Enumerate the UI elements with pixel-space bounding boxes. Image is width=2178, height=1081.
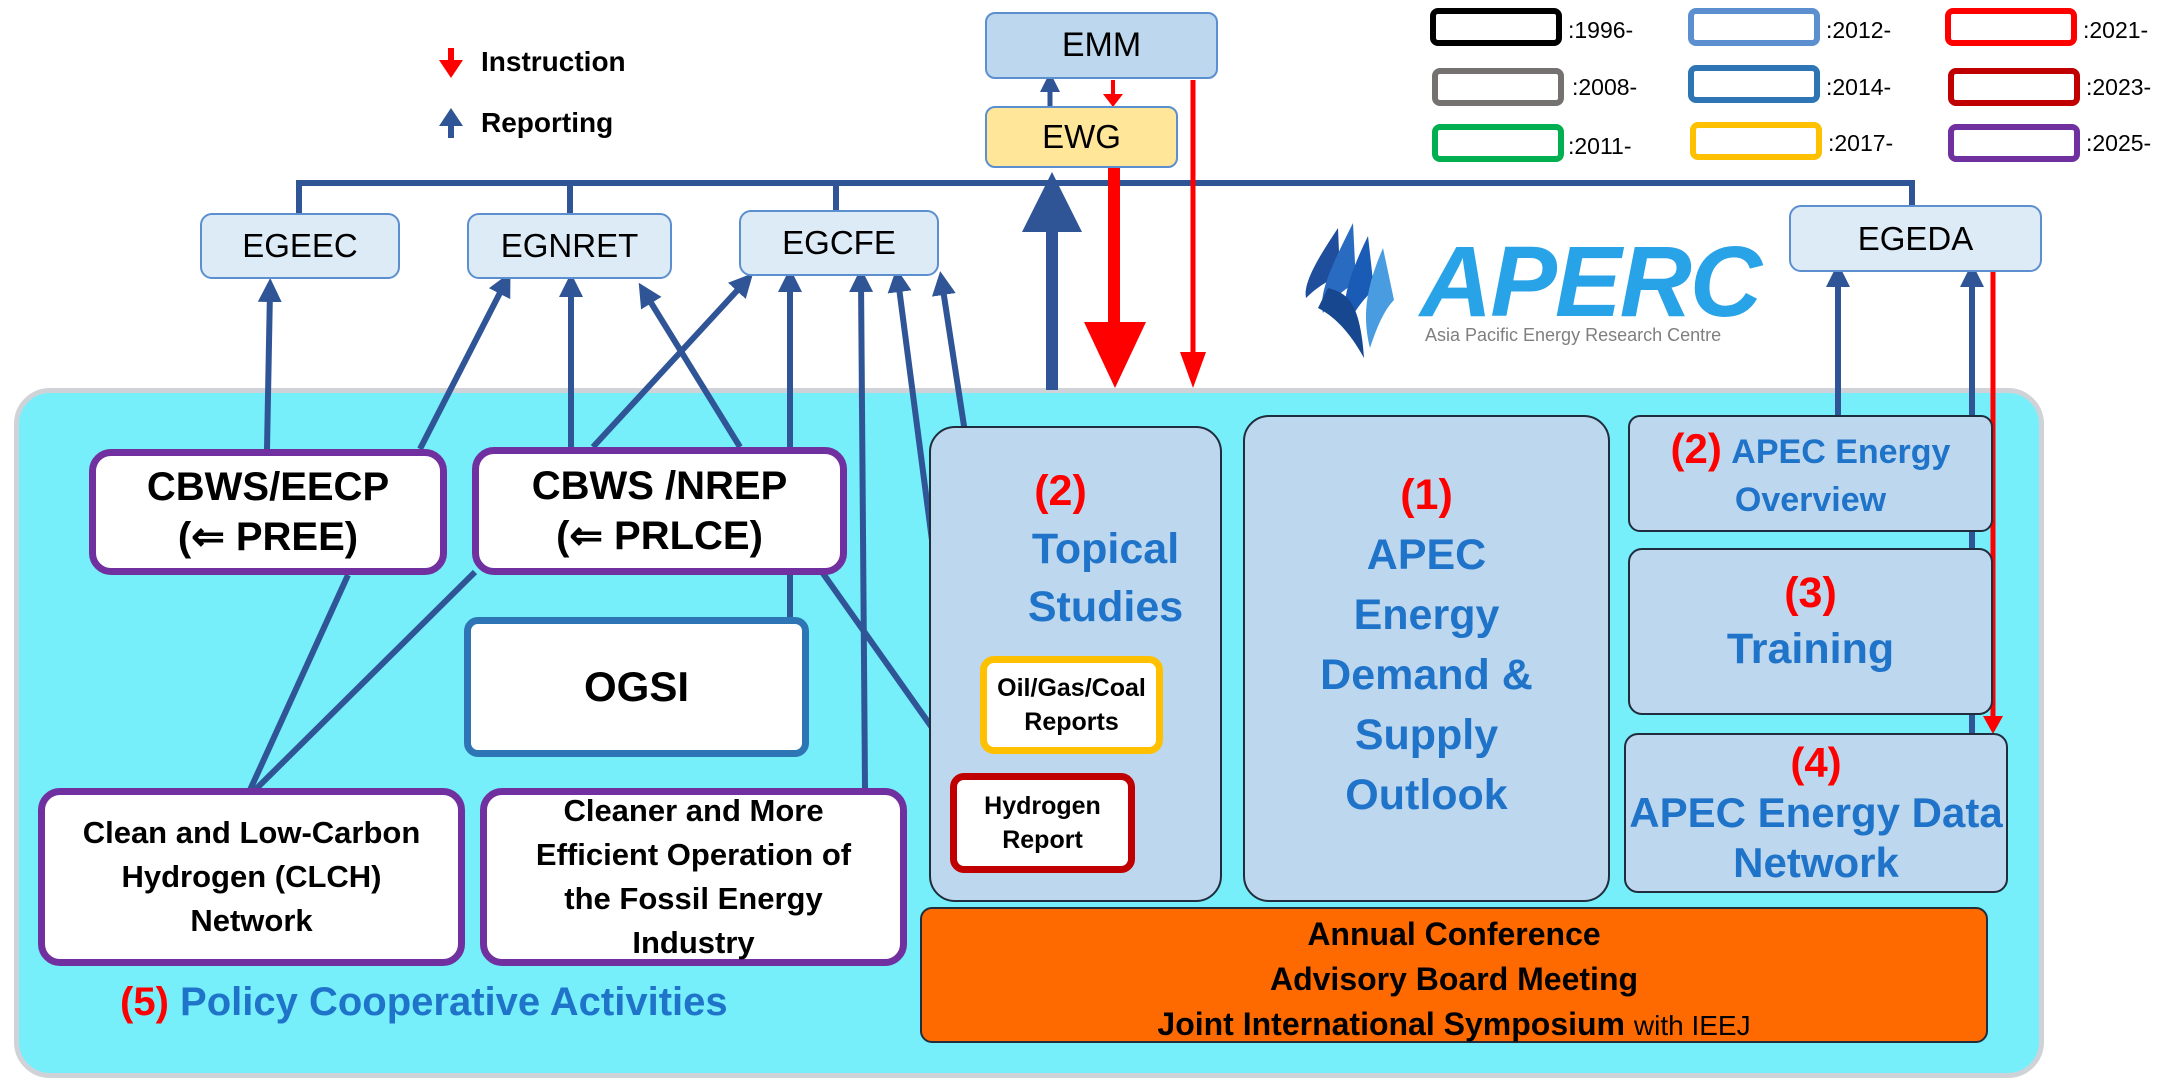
cleaner-to-egcfe	[849, 268, 874, 789]
legend-box-2023	[1948, 68, 2080, 106]
legend-label-2017: :2017-	[1828, 130, 1894, 156]
cbws-eecp-line1: CBWS/EECP	[146, 465, 390, 509]
cbws-eecp-line2: (⇐ PREE)	[177, 515, 359, 559]
legend-label-2021: :2021-	[2083, 17, 2149, 43]
topical-line2: Studies	[1027, 583, 1184, 631]
policy-footer-text: Policy Cooperative Activities	[180, 980, 728, 1024]
emm-box: EMM	[985, 12, 1218, 79]
legend-label-2014: :2014-	[1826, 74, 1892, 100]
egcfe-box: EGCFE	[739, 210, 939, 276]
oil-gas-coal-reports-box: Oil/Gas/Coal Reports	[980, 656, 1163, 754]
policy-footer: (5) Policy Cooperative Activities	[120, 980, 728, 1025]
conference-bar: Annual Conference Advisory Board Meeting…	[920, 907, 1988, 1043]
conference-line3-bold: Joint International Symposium	[1157, 1006, 1625, 1042]
legend-label-2008: :2008-	[1572, 74, 1638, 100]
egeda-to-data-network-instruction	[1983, 272, 2003, 734]
legend-box-2011	[1432, 124, 1564, 162]
outlook-line4: Supply	[1354, 711, 1499, 759]
cbws-nrep-line1: CBWS /NREP	[531, 464, 788, 508]
legend-label-2012: :2012-	[1826, 17, 1892, 43]
topical-studies-text: (2) Topical Studies	[929, 462, 1222, 636]
ewg-box: EWG	[985, 106, 1178, 168]
outlook-line3: Demand &	[1320, 651, 1533, 699]
legend-label-1996: :1996-	[1568, 17, 1634, 43]
policy-footer-num: (5)	[120, 980, 169, 1024]
aperc-logo-mark	[1305, 223, 1394, 358]
emm-to-ewg-instruction	[1103, 80, 1123, 107]
overview-num: (2)	[1670, 425, 1722, 472]
nrep-to-egcfe	[590, 273, 754, 450]
legend-box-2017	[1690, 122, 1822, 160]
training-text: (3) Training	[1628, 565, 1993, 677]
legend-box-2021	[1945, 8, 2077, 46]
legend-label-2023: :2023-	[2086, 74, 2152, 100]
big-instruction-arrow	[1084, 168, 1146, 388]
overview-line1: APEC Energy	[1731, 433, 1951, 471]
conference-line1: Annual Conference	[1307, 916, 1601, 952]
cbws-nrep-line2: (⇐ PRLCE)	[556, 514, 763, 558]
legend-box-2025	[1948, 124, 2080, 162]
clch-to-nrep	[252, 569, 478, 793]
outlook-panel	[1243, 415, 1610, 902]
conference-line3-rest: with IEEJ	[1633, 1010, 1751, 1041]
outlook-line2: Energy	[1353, 591, 1500, 639]
training-num: (3)	[1784, 569, 1837, 617]
data-network-panel	[1624, 733, 2008, 893]
data-network-line1: APEC Energy Data	[1629, 789, 2003, 836]
eecp-to-egeec	[257, 278, 282, 450]
clch-to-eecp	[247, 573, 351, 792]
legend-label-2011: :2011-	[1568, 133, 1632, 159]
nrep-to-egnret-2	[638, 282, 743, 449]
data-network-text: (4) APEC Energy Data Network	[1624, 738, 2008, 888]
topical-num: (2)	[1034, 467, 1087, 515]
egeec-box: EGEEC	[200, 213, 400, 279]
overview-line2: Overview	[1734, 481, 1887, 519]
legend-box-2012	[1688, 8, 1820, 46]
cbws-nrep-box: CBWS /NREP (⇐ PRLCE)	[472, 447, 847, 575]
instruction-arrow-icon	[439, 48, 463, 78]
hydrogen-report-box: Hydrogen Report	[950, 773, 1135, 873]
legend-label-2025: :2025-	[2086, 130, 2152, 156]
ogsi-box: OGSI	[464, 617, 809, 757]
egnret-box: EGNRET	[467, 213, 672, 279]
outlook-text: (1) APEC Energy Demand & Supply Outlook	[1243, 465, 1610, 825]
outlook-num: (1)	[1400, 471, 1453, 519]
reporting-arrow-icon	[439, 108, 463, 138]
emm-direct-instruction-arrow	[1180, 80, 1206, 388]
data-network-num: (4)	[1790, 739, 1842, 786]
outlook-line5: Outlook	[1345, 771, 1508, 819]
training-panel	[1628, 548, 1993, 715]
clch-box: Clean and Low-Carbon Hydrogen (CLCH) Net…	[38, 788, 465, 966]
aperc-logo-tagline: Asia Pacific Energy Research Centre	[1425, 325, 1722, 345]
outlook-line1: APEC	[1366, 531, 1487, 579]
legend-box-1996	[1430, 8, 1562, 46]
conference-line2: Advisory Board Meeting	[1269, 961, 1639, 997]
legend-box-2008	[1432, 68, 1564, 106]
aperc-logo-text: APERC	[1420, 226, 1762, 338]
legend-reporting-label: Reporting	[481, 107, 614, 138]
clch-to-egnret	[417, 272, 511, 451]
legend-instruction-label: Instruction	[481, 46, 626, 77]
training-label: Training	[1726, 625, 1895, 673]
overview-panel	[1628, 415, 1993, 532]
legend-box-2014	[1688, 65, 1820, 103]
topical-line1: Topical	[1031, 525, 1180, 573]
ewg-bus-line	[296, 168, 1915, 213]
cleaner-operation-box: Cleaner and More Efficient Operation of …	[480, 788, 907, 966]
egeda-box: EGEDA	[1789, 205, 2042, 272]
cbws-eecp-box: CBWS/EECP (⇐ PREE)	[89, 449, 447, 575]
data-network-line2: Network	[1733, 839, 1899, 886]
big-reporting-arrow	[1022, 172, 1082, 390]
overview-text: (2) APEC Energy Overview	[1628, 425, 1993, 524]
